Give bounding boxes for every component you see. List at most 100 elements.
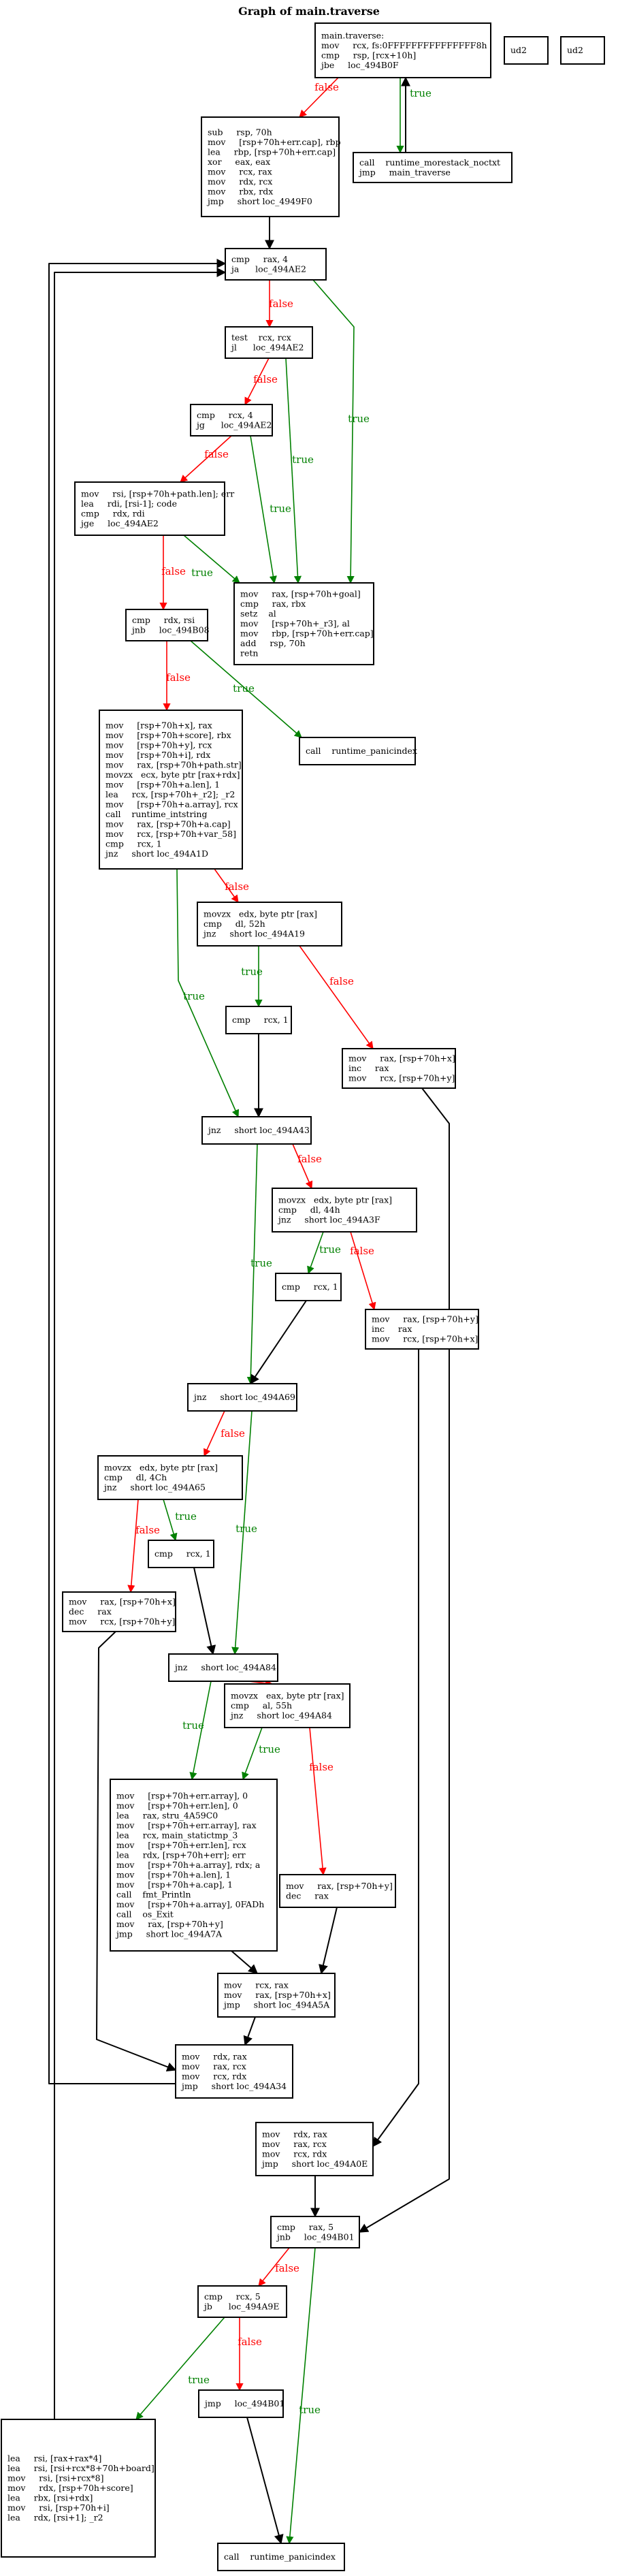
instruction-line: mov [rsp+70h+a.len], 1 [105, 779, 220, 789]
instruction-line: jge loc_494AE2 [80, 518, 159, 528]
instruction-line: jmp short loc_494A5A [223, 2000, 330, 2010]
instruction-line: cmp rax, 5 [277, 2222, 334, 2232]
edge-cmp_rax5-to-panic2 [286, 2247, 316, 2545]
node-box [97, 1455, 243, 1500]
instruction-line: main.traverse: [321, 30, 384, 40]
node-cmp_rcx1_a[interactable]: cmp rcx, 1 [225, 1006, 292, 1034]
edge-label-false: false [253, 373, 278, 385]
node-jmp_b01[interactable]: jmp loc_494B01 [198, 2389, 284, 2418]
instruction-line: mov rax, [rsp+70h+x] [69, 1597, 176, 1607]
node-box [270, 2216, 360, 2248]
instruction-line: mov rax, [rsp+70h+path.str] [105, 759, 242, 769]
node-cmp_rcx1_c[interactable]: cmp rcx, 1 [148, 1540, 214, 1568]
edge-label-true: true [348, 413, 370, 425]
edge-movzx44-to-inc_y [350, 1231, 376, 1311]
instruction-line: jmp short loc_494A34 [180, 2081, 287, 2091]
instruction-line: mov [rsp+70h+y], rcx [105, 740, 212, 750]
instruction-line: mov rcx, [rsp+70h+y] [348, 1073, 455, 1083]
edge-cmp_rcx5-to-board [135, 2317, 225, 2420]
edge-label-false: false [314, 81, 339, 93]
edge-movzx4c-to-dec_x [127, 1499, 139, 1593]
instruction-line: mov [rsp+70h+a.cap], 1 [116, 1879, 233, 1890]
instruction-line: mov rax, [rsp+70h+x] [348, 1053, 455, 1064]
node-cmp_rcx4[interactable]: cmp rcx, 4jg loc_494AE2 [190, 404, 273, 436]
node-board[interactable]: lea rsi, [rax+rax*4]lea rsi, [rsi+rcx*8+… [1, 2419, 156, 2558]
node-box [224, 1683, 351, 1728]
node-cmp_rcx5[interactable]: cmp rcx, 5jb loc_494A9E [197, 2285, 287, 2318]
node-movzx52[interactable]: movzx edx, byte ptr [rax]cmp dl, 52hjnz … [197, 902, 342, 947]
instruction-line: call os_Exit [116, 1909, 174, 1920]
instruction-line: cmp dl, 4Ch [104, 1472, 167, 1482]
node-panic2[interactable]: call runtime_panicindex [217, 2543, 345, 2571]
instruction-line: mov rax, [rsp+70h+a.cap] [105, 818, 231, 829]
instruction-line: mov rcx, rdx [262, 2148, 327, 2159]
instruction-line: inc rax [372, 1324, 412, 1334]
instruction-line: ud2 [510, 45, 527, 55]
instruction-line: mov rbp, [rsp+70h+err.cap] [240, 629, 374, 639]
edge-cmp_rcx1_b-to-jnz69 [250, 1300, 307, 1385]
node-box [190, 404, 273, 436]
instruction-line: lea rdx, [rsi+1]; _r2 [7, 2513, 103, 2523]
instruction-line: lea rbx, [rsi+rdx] [7, 2493, 93, 2503]
instruction-line: dec rax [286, 1890, 329, 1901]
node-jnz43[interactable]: jnz short loc_494A43 [201, 1116, 312, 1145]
instruction-line: ja loc_494AE2 [230, 264, 306, 274]
node-movzx44[interactable]: movzx edx, byte ptr [rax]cmp dl, 44hjnz … [272, 1188, 417, 1233]
node-entry[interactable]: main.traverse:mov rcx, fs:0FFFFFFFFFFFFF… [314, 22, 491, 78]
node-jnz84[interactable]: jnz short loc_494A84 [168, 1653, 278, 1682]
node-cmp_rax4[interactable]: cmp rax, 4ja loc_494AE2 [225, 248, 327, 281]
edge-movzx52-to-inc_x [299, 945, 374, 1049]
node-movzx55[interactable]: movzx eax, byte ptr [rax]cmp al, 55hjnz … [224, 1683, 351, 1728]
node-ret[interactable]: mov rax, [rsp+70h+goal]cmp rax, rbxsetz … [233, 582, 374, 665]
node-dec_y[interactable]: mov rax, [rsp+70h+y]dec rax [279, 1874, 396, 1908]
instruction-line: jnz short loc_494A69 [193, 1392, 295, 1402]
instruction-line: mov [rsp+70h+err.array], 0 [116, 1791, 248, 1801]
edge-label-true: true [188, 2374, 210, 2386]
node-cmp_rcx1_b[interactable]: cmp rcx, 1 [275, 1273, 342, 1301]
edge-movzx44-to-cmp_rcx1_b [307, 1231, 324, 1275]
instruction-line: jmp loc_494B01 [204, 2398, 284, 2408]
node-box [99, 710, 243, 870]
node-panic1[interactable]: call runtime_panicindex [299, 737, 417, 765]
instruction-line: mov rdx, rax [182, 2051, 247, 2061]
instruction-line: mov rsi, [rsp+70h+i] [7, 2502, 110, 2513]
instruction-line: cmp dl, 44h [278, 1205, 340, 1215]
node-box [74, 481, 225, 536]
node-box [353, 152, 513, 183]
edge-mov34-to-cmp_rax4 [48, 259, 227, 2084]
edge-label-true: true [175, 1510, 197, 1523]
edge-label-false: false [329, 975, 354, 987]
instruction-line: mov [rsp+70h+x], rax [105, 720, 212, 730]
edge-inc_y-to-mov0e [372, 1349, 419, 2148]
node-ud2b[interactable]: ud2 [560, 36, 605, 65]
edge-cmp_rcx4-to-lookup [180, 435, 232, 483]
instruction-line: cmp al, 55h [231, 1700, 292, 1711]
node-box [217, 2543, 345, 2571]
instruction-line: cmp rcx, 1 [105, 838, 162, 848]
edge-label-true: true [259, 1743, 280, 1755]
node-box [217, 1973, 336, 2018]
instruction-line: movzx edx, byte ptr [rax] [104, 1463, 218, 1473]
instruction-line: movzx eax, byte ptr [rax] [231, 1691, 344, 1701]
instruction-line: mov rcx, [rsp+70h+x] [372, 1334, 478, 1344]
node-movzx4c[interactable]: movzx edx, byte ptr [rax]cmp dl, 4Chjnz … [97, 1455, 243, 1500]
edge-label-false: false [350, 1245, 374, 1257]
edge-inc_x-to-cmp_rax5 [358, 1087, 450, 2233]
node-ud2a[interactable]: ud2 [504, 36, 549, 65]
node-jnz69[interactable]: jnz short loc_494A69 [187, 1383, 297, 1412]
